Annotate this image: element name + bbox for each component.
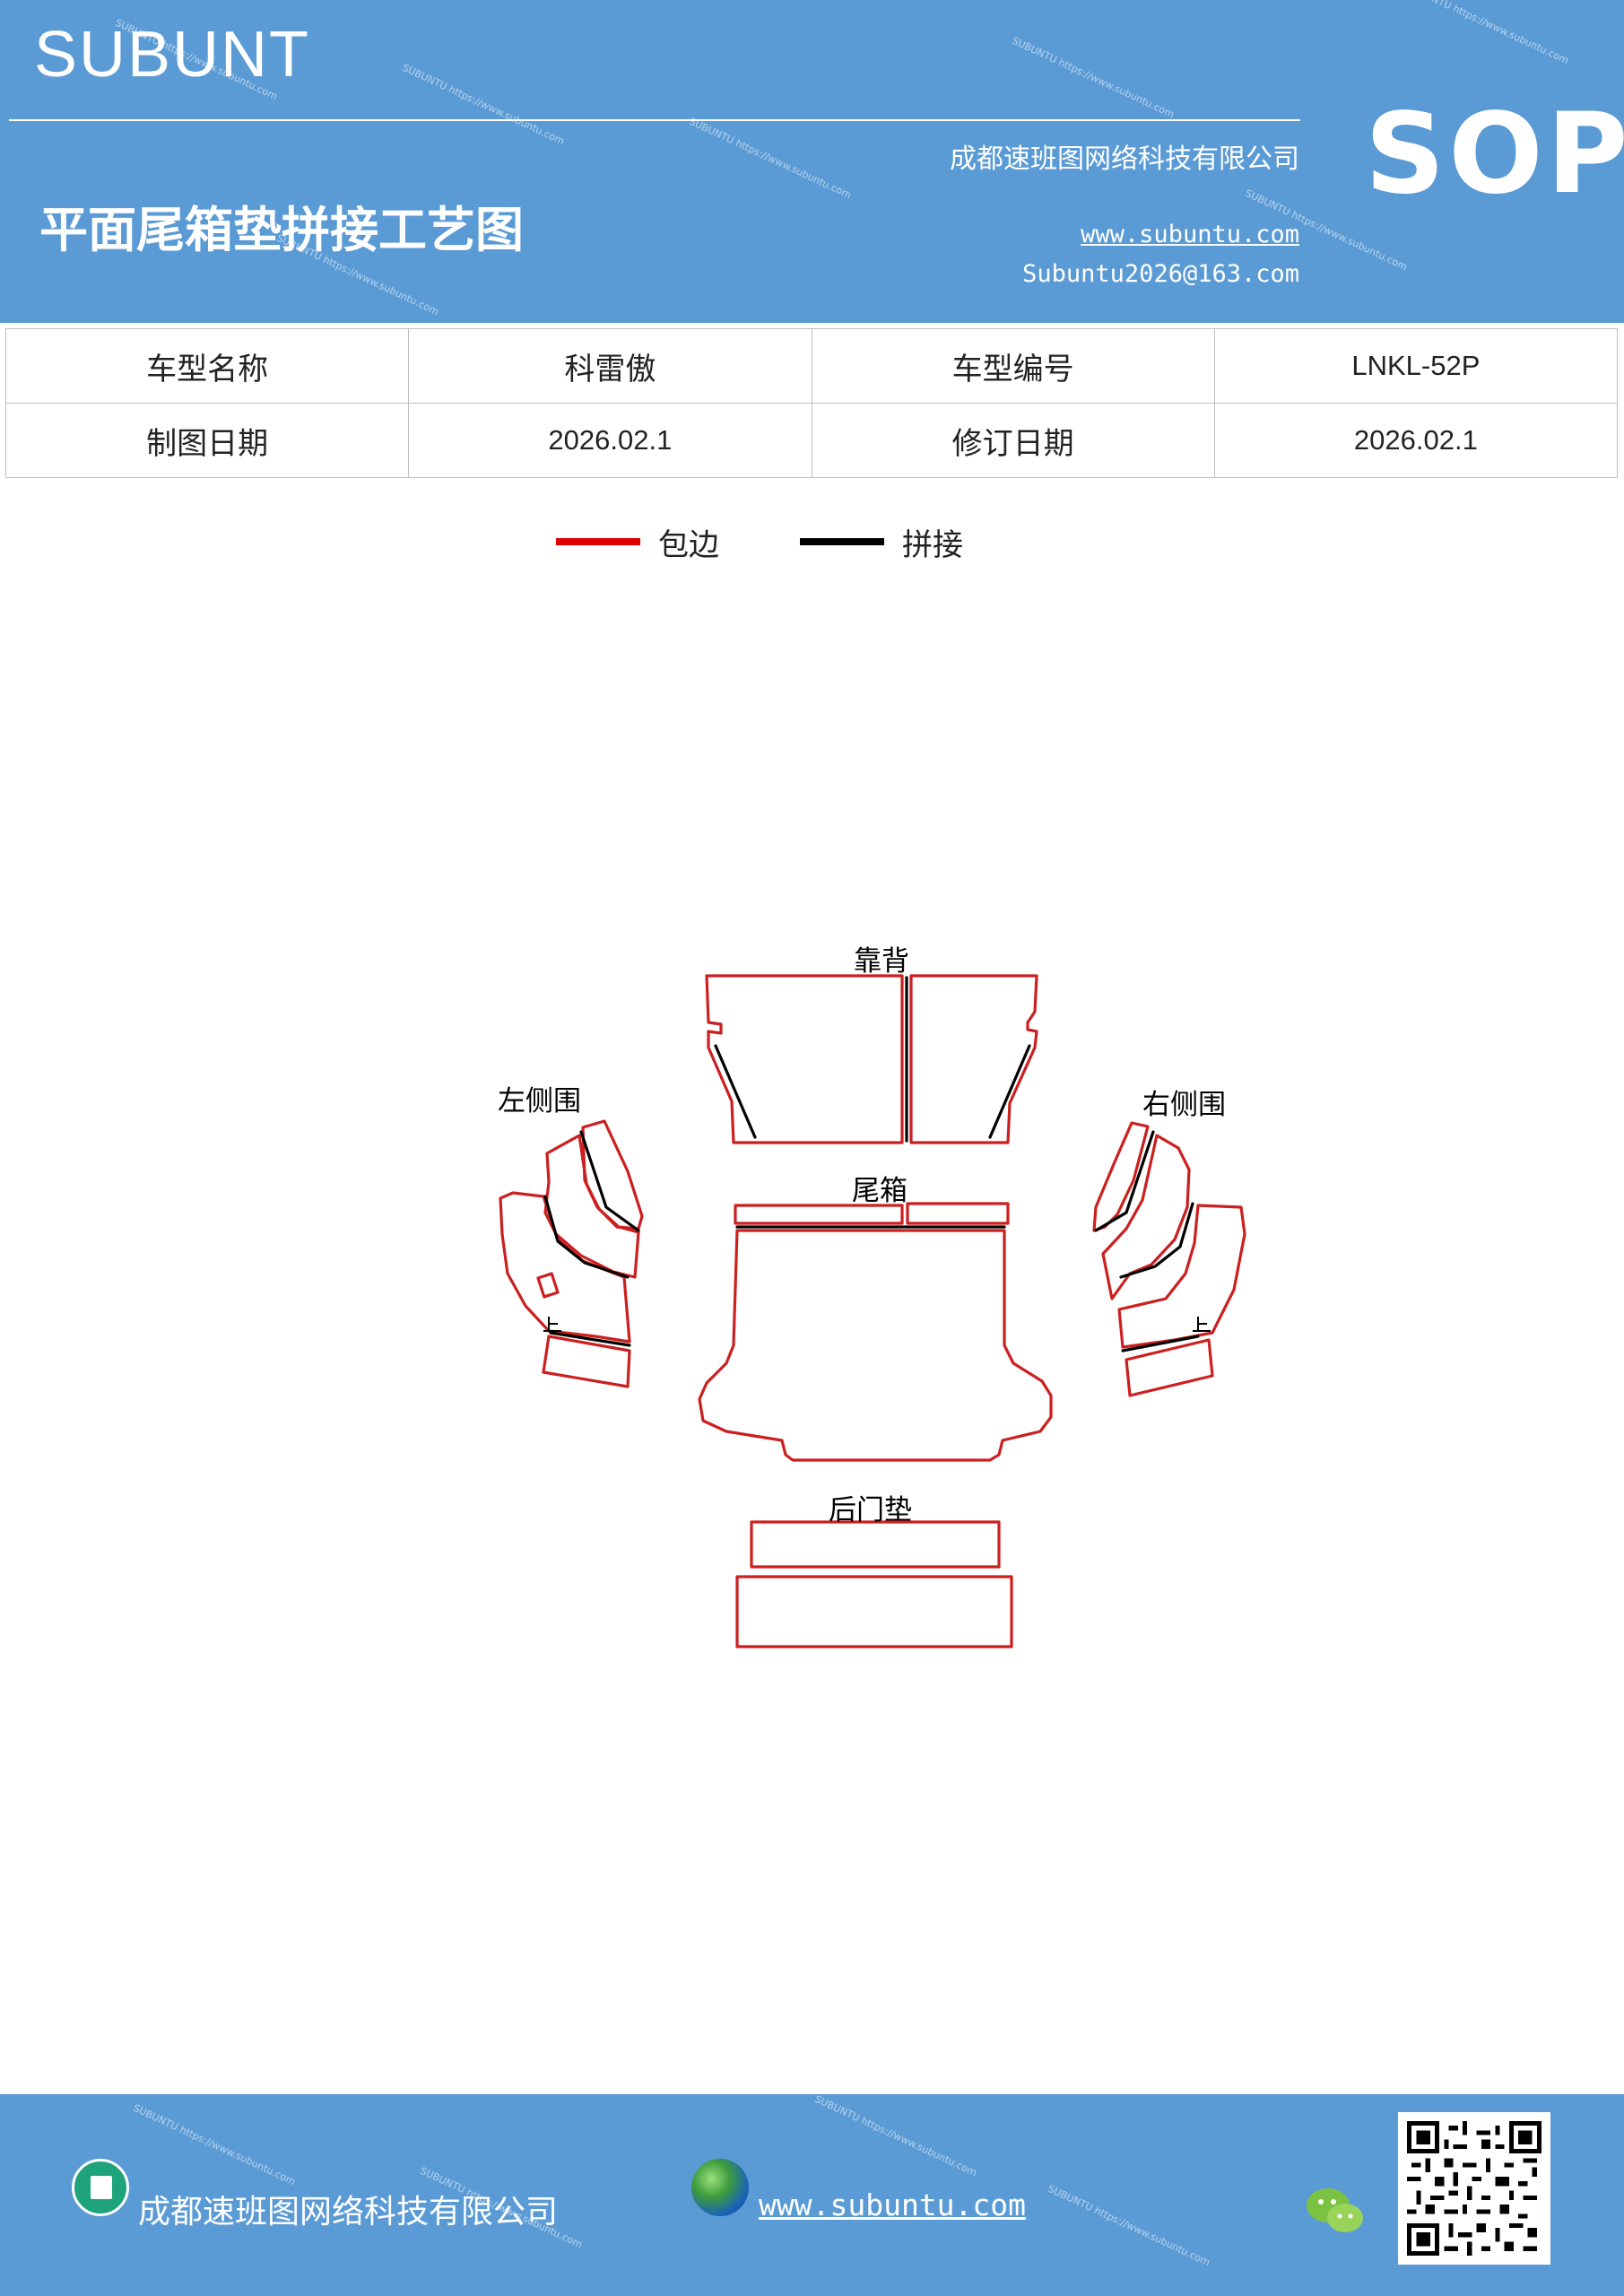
watermark: SUBUNTU https://www.subuntu.com	[1046, 2182, 1212, 2269]
tailgate-mat-small	[750, 1520, 1001, 1569]
footer-company-name: 成都速班图网络科技有限公司	[138, 2194, 559, 2231]
draw-date-label: 制图日期	[4, 403, 410, 478]
model-code-label: 车型编号	[811, 328, 1215, 404]
page-title: 平面尾箱垫拼接工艺图	[39, 201, 524, 258]
watermark: SUBUNTU https://www.subuntu.com	[131, 2101, 298, 2188]
backrest-right-panel	[909, 974, 1038, 1144]
left-side-seam-3	[549, 1331, 631, 1347]
left-side-seam-2	[543, 1195, 630, 1279]
header-divider	[9, 119, 1300, 121]
legend-seam-label: 拼接	[902, 527, 963, 563]
qr-code-pattern	[1407, 2121, 1541, 2256]
trunk-label: 尾箱	[852, 1175, 908, 1207]
trunk-strip-left	[734, 1204, 904, 1225]
right-side-upper	[1092, 1121, 1150, 1232]
tailgate-label: 后门垫	[829, 1494, 912, 1526]
company-name: 成都速班图网络科技有限公司	[950, 144, 1299, 175]
model-name-label: 车型名称	[4, 328, 410, 404]
website-link[interactable]: www.subuntu.com	[1081, 221, 1299, 248]
left-side-middle	[543, 1134, 640, 1279]
right-side-seam-1	[1094, 1130, 1155, 1232]
revision-date-label: 修订日期	[811, 403, 1215, 478]
email-address[interactable]: Subuntu2026@163.com	[1022, 260, 1299, 288]
right-side-seam-2	[1119, 1202, 1194, 1279]
footer-website-link[interactable]: www.subuntu.com	[759, 2187, 1027, 2222]
legend-edge-label: 包边	[658, 527, 719, 563]
right-side-seam-3	[1121, 1335, 1200, 1352]
brand-name: SUBUNT	[34, 19, 311, 91]
left-side-seam-1	[579, 1130, 640, 1232]
left-side-lower	[499, 1191, 631, 1344]
table-row: 车型名称 科雷傲 车型编号 LNKL-52P	[4, 328, 1619, 404]
backrest-label: 靠背	[854, 945, 909, 978]
qr-code	[1398, 2112, 1550, 2265]
revision-date-value: 2026.02.1	[1213, 403, 1619, 478]
watermark: SUBUNTU https://www.subuntu.com	[812, 2092, 979, 2179]
globe-icon	[691, 2159, 749, 2216]
model-name-value: 科雷傲	[408, 328, 812, 404]
trunk-main-panel	[698, 1229, 1053, 1462]
footer-banner: SUBUNTU https://www.subuntu.com SUBUNTU …	[0, 2092, 1624, 2296]
backrest-left-panel	[705, 974, 904, 1144]
draw-date-value: 2026.02.1	[408, 403, 812, 478]
sop-badge: SOP	[1365, 90, 1624, 219]
left-side-small-patch	[536, 1272, 560, 1299]
header-banner: SUBUNTU https://www.subuntu.com SUBUNTU …	[0, 0, 1624, 323]
right-side-mark	[1193, 1317, 1211, 1332]
legend-seam-swatch	[800, 538, 884, 545]
legend-edge-swatch	[556, 538, 640, 545]
right-side-lower	[1117, 1204, 1246, 1349]
table-row: 制图日期 2026.02.1 修订日期 2026.02.1	[4, 403, 1619, 478]
left-side-label: 左侧围	[498, 1085, 581, 1118]
legend: 包边 拼接	[0, 527, 1624, 581]
right-side-label: 右侧围	[1142, 1089, 1226, 1121]
left-side-mark	[543, 1317, 561, 1332]
model-code-value: LNKL-52P	[1213, 328, 1619, 404]
building-icon	[72, 2159, 129, 2216]
wechat-icon[interactable]	[1304, 2184, 1367, 2238]
backrest-right-seam	[988, 1044, 1031, 1139]
vehicle-info-table: 车型名称 科雷傲 车型编号 LNKL-52P 制图日期 2026.02.1 修订…	[4, 328, 1619, 478]
tailgate-mat-large	[735, 1575, 1013, 1648]
right-side-bottom-strip	[1125, 1338, 1214, 1397]
left-side-bottom-strip	[542, 1335, 631, 1388]
backrest-left-seam	[714, 1044, 757, 1139]
trunk-strip-right	[906, 1202, 1010, 1225]
right-side-middle	[1101, 1134, 1191, 1300]
